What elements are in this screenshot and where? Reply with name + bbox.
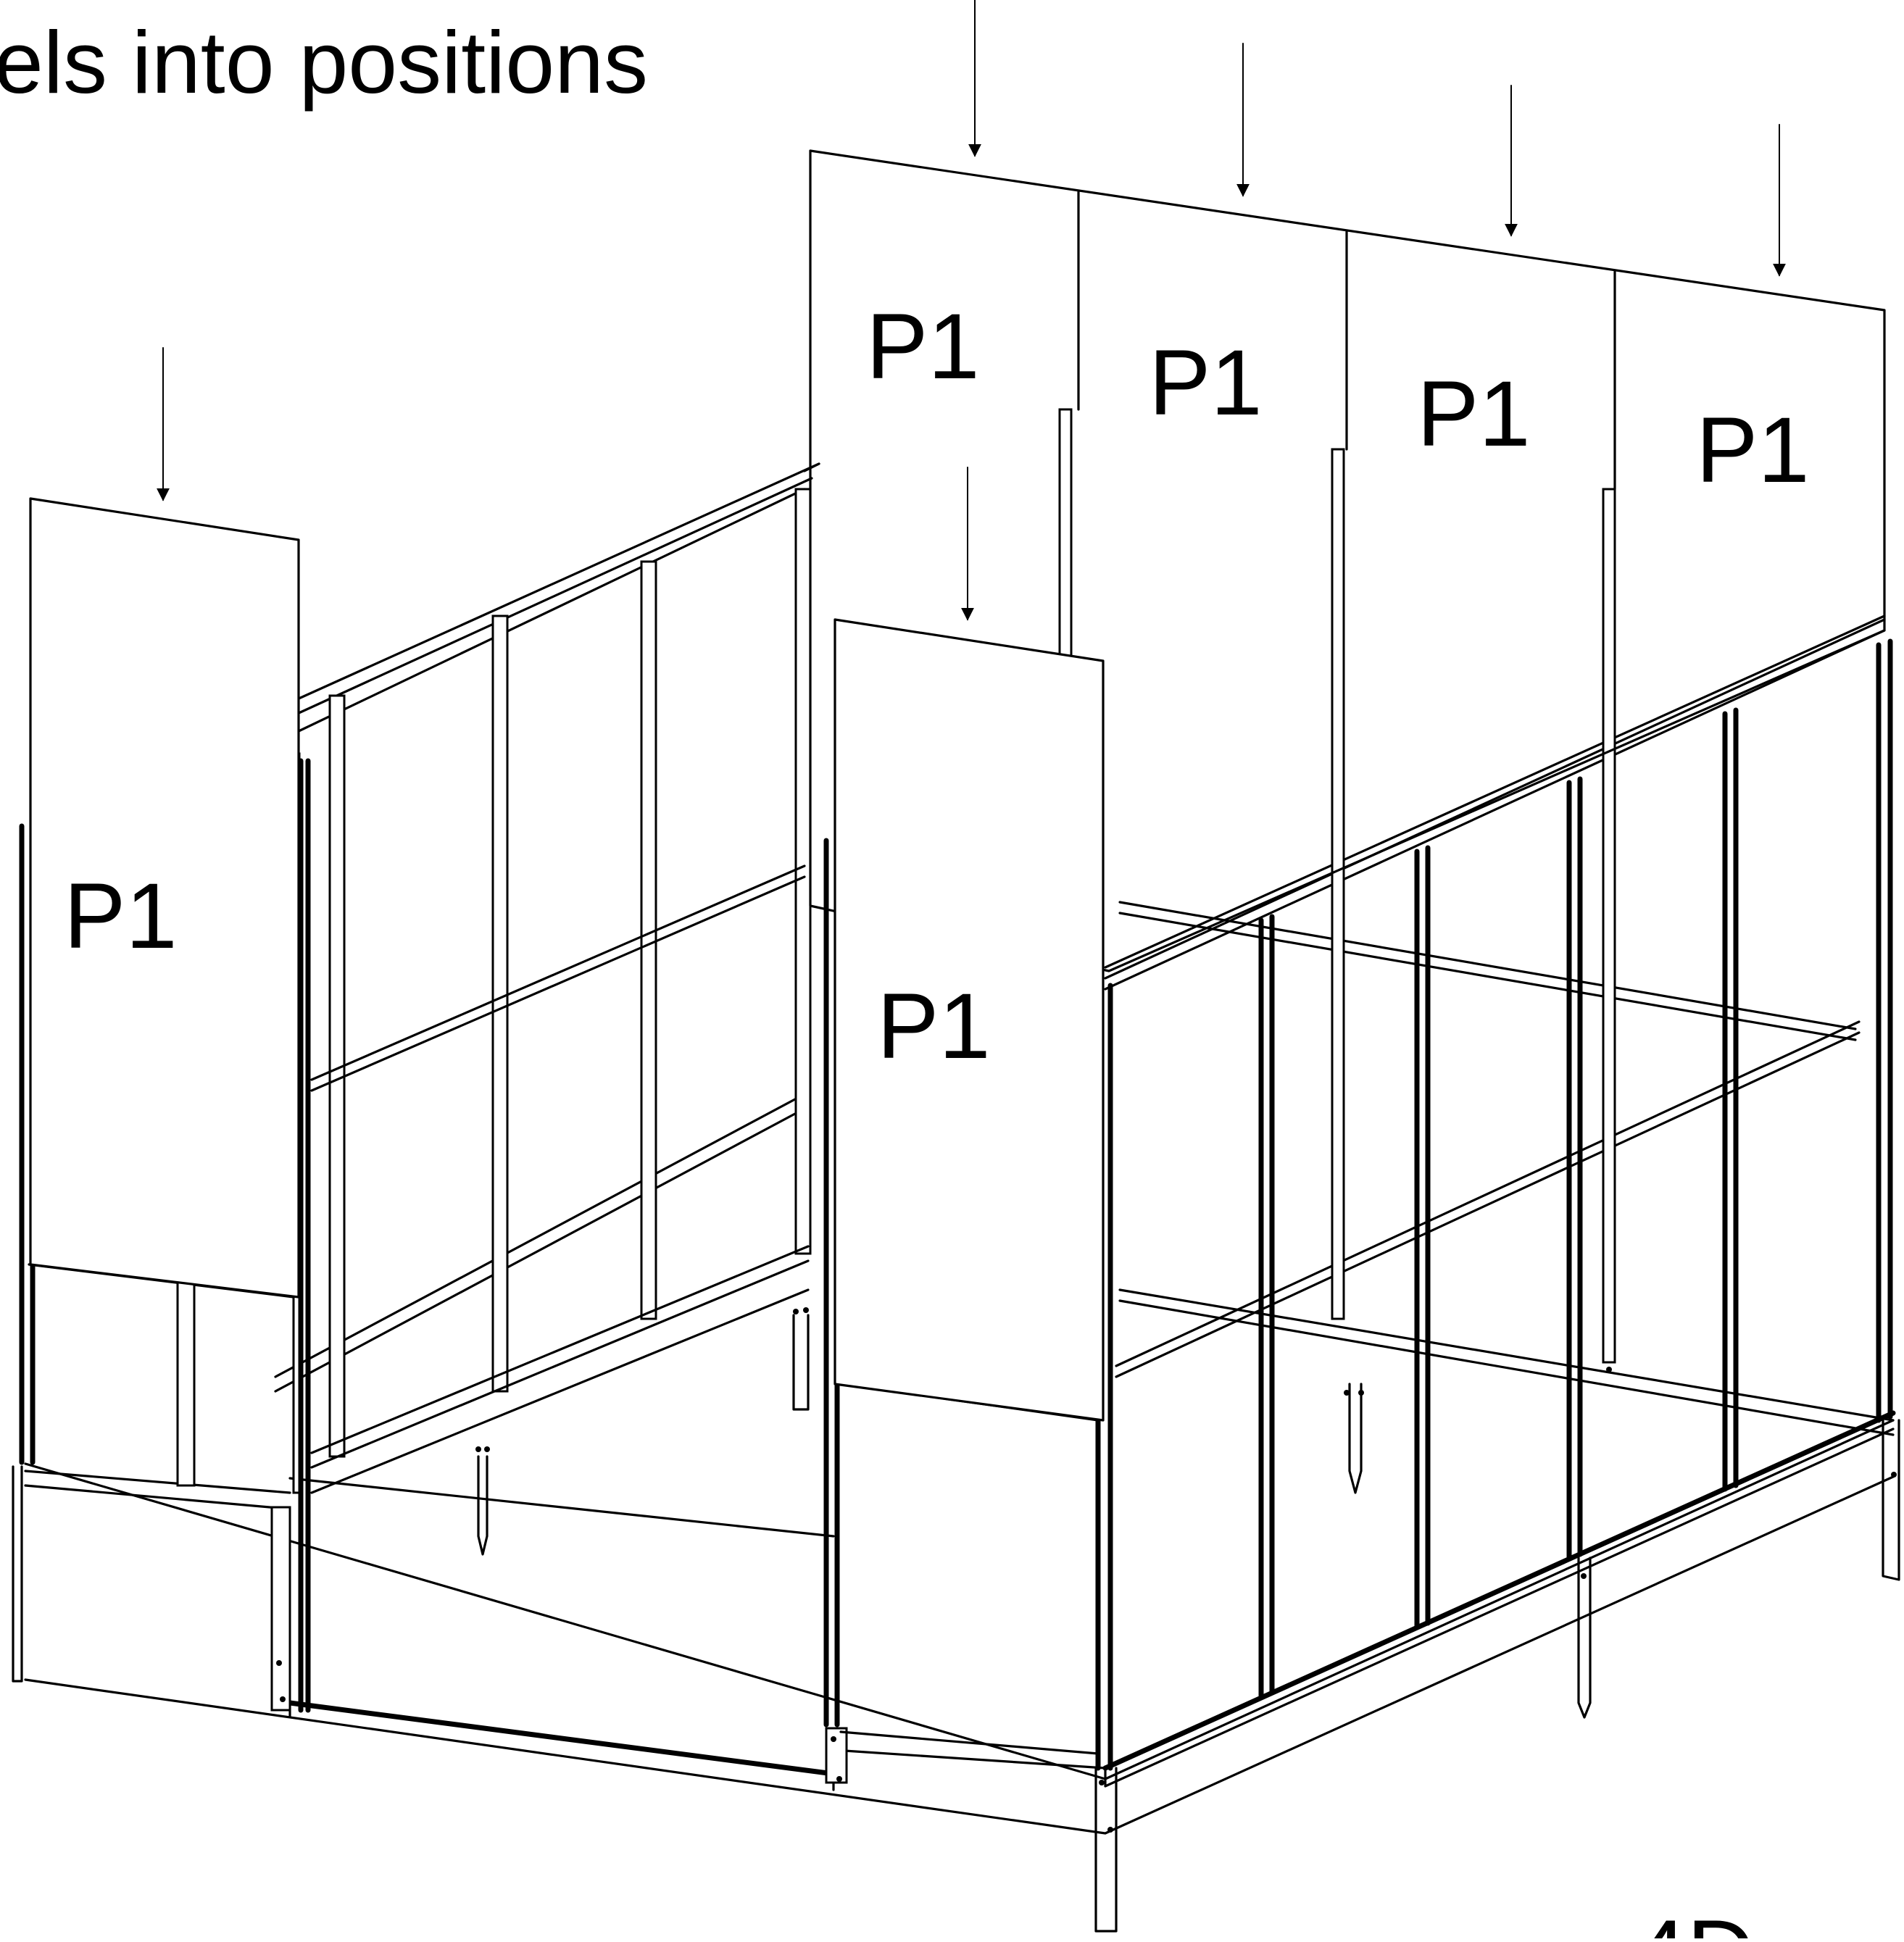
panel-label-back-2: P1	[1149, 331, 1263, 435]
door-panel	[833, 618, 1105, 1422]
panel-label-door: P1	[877, 975, 991, 1078]
left-panel	[29, 497, 300, 1299]
ground-stakes	[12, 1307, 1900, 1933]
panel-label-back-4: P1	[1696, 399, 1810, 502]
step-title: els into positions	[0, 13, 648, 112]
back-panels	[809, 149, 1886, 972]
right-wall-frame	[1095, 614, 1893, 1771]
panel-label-back-1: P1	[866, 295, 980, 399]
step-number: 4D	[1634, 1900, 1755, 1938]
back-wall-frame	[1058, 408, 1616, 1364]
left-wall-frame	[292, 462, 820, 1713]
panel-label-left: P1	[64, 864, 178, 968]
panel-labels: P1 P1 P1 P1 P1 P1	[64, 295, 1810, 1078]
insert-arrows	[157, 0, 1786, 621]
panel-label-back-3: P1	[1417, 362, 1531, 466]
base-frame	[24, 1093, 1896, 1835]
